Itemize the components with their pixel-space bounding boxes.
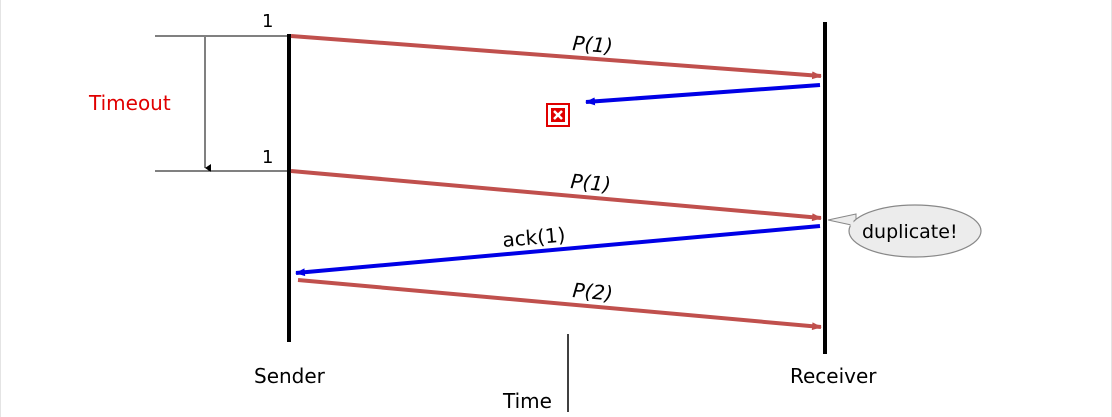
packet-p2-arrow <box>297 278 822 331</box>
ack1-arrow <box>295 224 821 277</box>
packet-p2-label: P(2) <box>572 278 614 305</box>
frame-left-border <box>0 0 1 417</box>
ack1-label: ack(1) <box>501 223 566 252</box>
sequence-number-top: 1 <box>262 11 273 32</box>
packet-p1-second-label: P(1) <box>570 169 612 196</box>
sender-label: Sender <box>254 364 326 388</box>
packet-p1-first-label: P(1) <box>572 31 614 58</box>
packet-p1-first-arrow <box>290 34 822 80</box>
receiver-label: Receiver <box>790 364 877 388</box>
lost-ack-arrow <box>585 83 821 106</box>
time-label: Time <box>502 389 552 413</box>
timeout-label: Timeout <box>88 91 171 115</box>
duplicate-callout-text: duplicate! <box>862 221 958 243</box>
duplicate-callout: duplicate! <box>827 204 982 258</box>
sequence-number-bottom: 1 <box>262 147 273 168</box>
lost-packet-icon <box>546 103 570 127</box>
packet-p1-second-arrow <box>290 169 822 222</box>
